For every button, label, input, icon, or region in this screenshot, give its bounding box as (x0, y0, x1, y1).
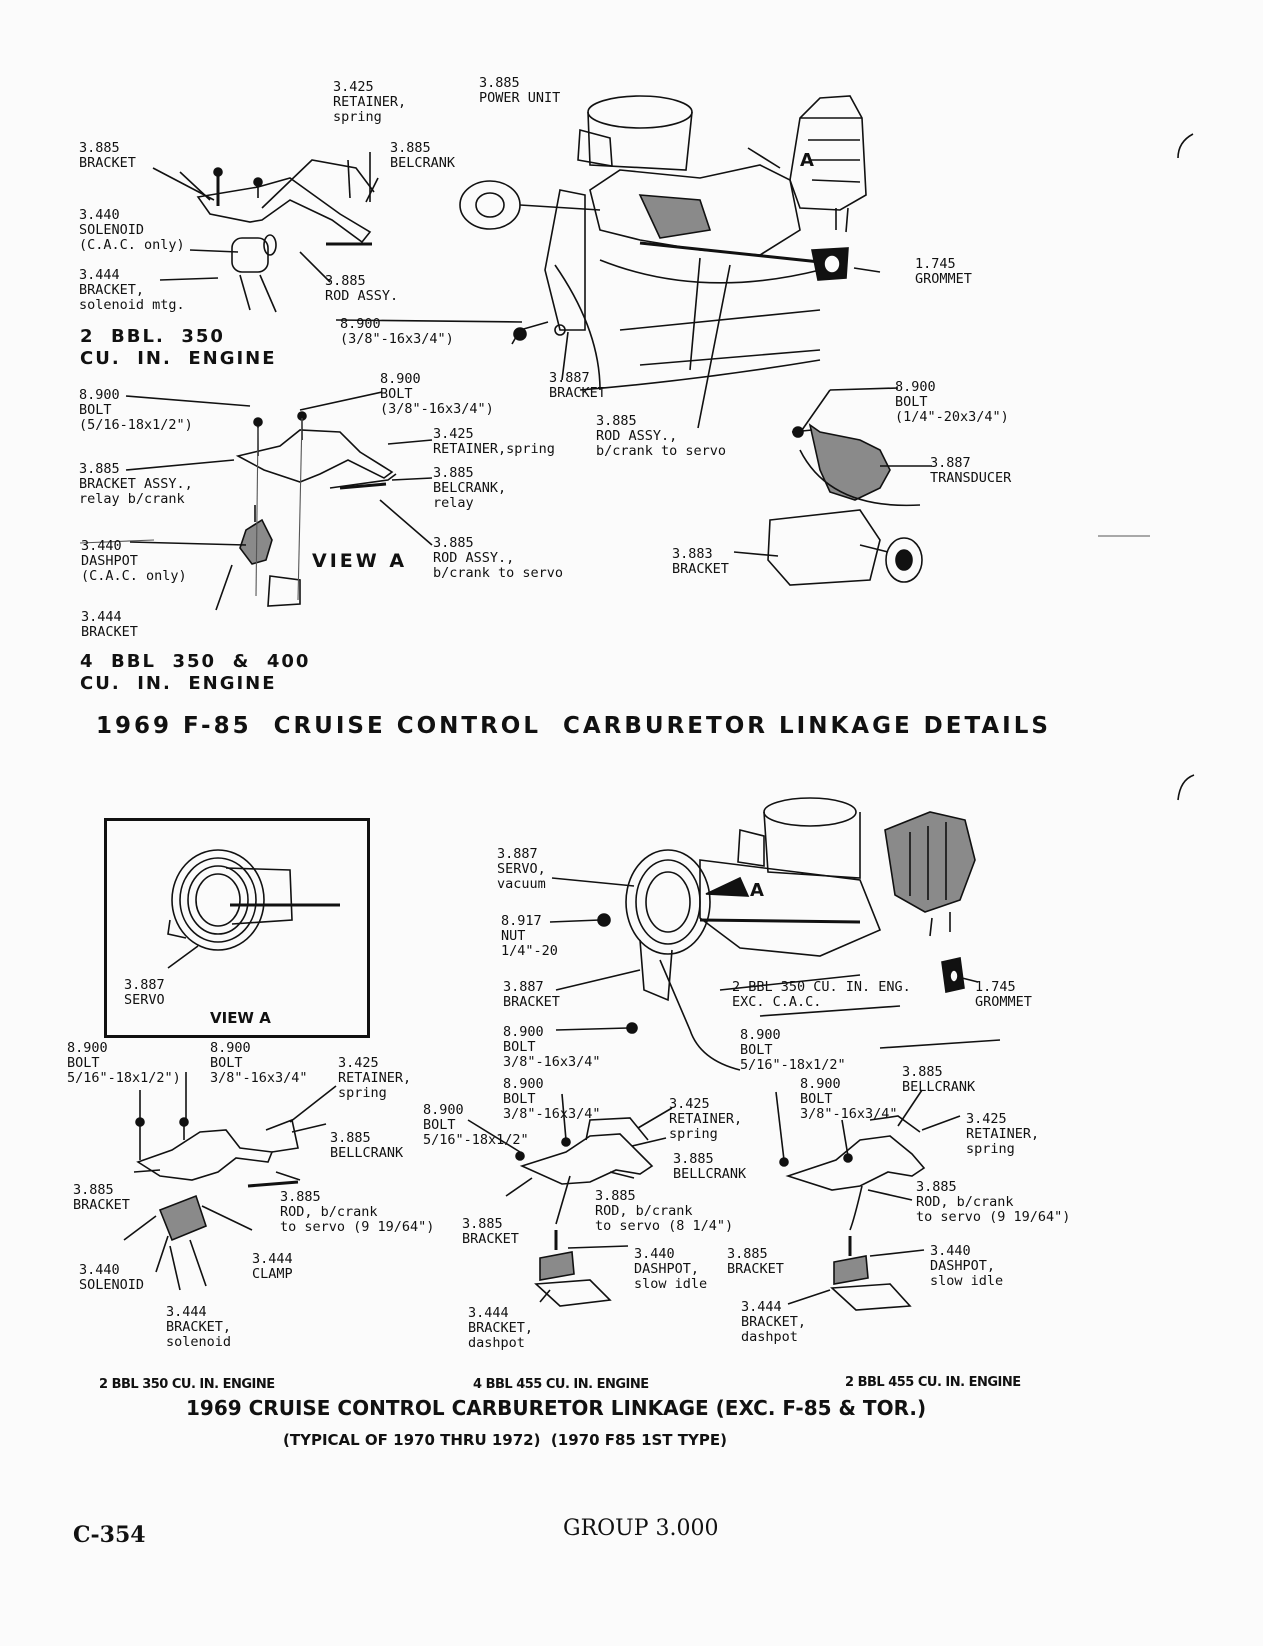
label-bolt-center-2: 8.900 BOLT 5/16"-18x1/2" (740, 1027, 846, 1073)
inset-servo-drawing (167, 849, 340, 969)
label-bracket-3887-bottom: 3.887 BRACKET (503, 979, 560, 1010)
label-mid-bracket: 3.885 BRACKET (462, 1216, 519, 1247)
top-engine-sketch (459, 95, 867, 391)
label-left-bolt-5-16: 8.900 BOLT 5/16"-18x1/2") (67, 1040, 181, 1086)
label-left-solenoid: 3.440 SOLENOID (79, 1262, 145, 1293)
label-mid-rod: 3.885 ROD, b/crank to servo (8 1/4") (595, 1188, 734, 1234)
label-left-clamp: 3.444 CLAMP (252, 1251, 293, 1282)
label-bracket-3444: 3.444 BRACKET (81, 609, 138, 640)
label-bracket-solenoid-mtg: 3.444 BRACKET, solenoid mtg. (79, 267, 185, 313)
label-left-bolt-3-8: 8.900 BOLT 3/8"-16x3/4" (210, 1040, 308, 1086)
label-mid-bracket-dashpot: 3.444 BRACKET, dashpot (468, 1305, 534, 1351)
label-right-dashpot: 3.440 DASHPOT, slow idle (930, 1243, 1004, 1289)
label-bolt-center-1: 8.900 BOLT 3/8"-16x3/4" (503, 1024, 601, 1070)
bottom-middle-linkage (467, 1093, 673, 1307)
view-a-marker-bottom: A (750, 880, 764, 901)
label-left-bellcrank: 3.885 BELLCRANK (330, 1130, 404, 1161)
bottom-right-linkage (775, 1089, 961, 1311)
label-engine-note: 2 BBL 350 CU. IN. ENG. EXC. C.A.C. (732, 979, 911, 1010)
label-inset-servo: 3.887 SERVO (124, 977, 165, 1008)
bottom-leader-lines (549, 774, 1195, 1031)
label-power-unit: 3.885 POWER UNIT (479, 75, 561, 106)
label-nut: 8.917 NUT 1/4"-20 (501, 913, 558, 959)
label-rod-assy-servo-2: 3.885 ROD ASSY., b/crank to servo (433, 535, 564, 581)
label-bracket: 3.885 BRACKET (79, 140, 136, 171)
view-a-label-top: VIEW A (312, 550, 408, 572)
label-dashpot: 3.440 DASHPOT (C.A.C. only) (81, 538, 187, 584)
transducer-assembly (767, 423, 923, 586)
bottom-engine-sketch (597, 797, 1001, 1071)
bottom-diagram-subtitle: (TYPICAL OF 1970 THRU 1972) (1970 F85 1S… (283, 1431, 727, 1449)
label-left-retainer: 3.425 RETAINER, spring (338, 1055, 412, 1101)
caption-4bbl-455: 4 BBL 455 CU. IN. ENGINE (473, 1377, 649, 1392)
label-left-rod: 3.885 ROD, b/crank to servo (9 19/64") (280, 1189, 435, 1235)
view-a-label-bottom: VIEW A (210, 1009, 271, 1027)
top-diagram-title: 1969 F-85 CRUISE CONTROL CARBURETOR LINK… (96, 713, 1051, 739)
label-bolt-5-16: 8.900 BOLT (5/16-18x1/2") (79, 387, 193, 433)
label-bracket-relay: 3.885 BRACKET ASSY., relay b/crank (79, 461, 193, 507)
bottom-diagram-title: 1969 CRUISE CONTROL CARBURETOR LINKAGE (… (186, 1396, 927, 1420)
engine-4bbl-line1: 4 BBL 350 & 400 (80, 651, 311, 672)
label-right-bellcrank: 3.885 BELLCRANK (902, 1064, 976, 1095)
label-mid-bolt-3-8: 8.900 BOLT 3/8"-16x3/4" (503, 1076, 601, 1122)
label-retainer-spring-2: 3.425 RETAINER,spring (433, 426, 555, 457)
view-a-marker-top: A (800, 150, 814, 171)
label-right-bracket: 3.885 BRACKET (727, 1246, 784, 1277)
label-rod-assy-servo: 3.885 ROD ASSY., b/crank to servo (596, 413, 727, 459)
label-belcrank: 3.885 BELCRANK (390, 140, 456, 171)
label-right-bracket-dashpot: 3.444 BRACKET, dashpot (741, 1299, 807, 1345)
top-4bbl-linkage (235, 411, 397, 607)
engine-2bbl-line1: 2 BBL. 350 (80, 326, 225, 347)
label-grommet-bottom: 1.745 GROMMET (975, 979, 1032, 1010)
caption-2bbl-455: 2 BBL 455 CU. IN. ENGINE (845, 1375, 1021, 1390)
label-mid-bellcrank: 3.885 BELLCRANK (673, 1151, 747, 1182)
caption-2bbl-350: 2 BBL 350 CU. IN. ENGINE (99, 1377, 275, 1392)
top-leader-lines (79, 133, 1194, 611)
label-bolt-1-4: 8.900 BOLT (1/4"-20x3/4") (895, 379, 1009, 425)
label-grommet: 1.745 GROMMET (915, 256, 972, 287)
label-bolt-3-8-b: 8.900 BOLT (3/8"-16x3/4") (380, 371, 494, 417)
bottom-left-linkage (123, 1072, 337, 1291)
label-retainer-spring: 3.425 RETAINER, spring (333, 79, 407, 125)
label-mid-bolt-5-16: 8.900 BOLT 5/16"-18x1/2" (423, 1102, 529, 1148)
label-right-rod: 3.885 ROD, b/crank to servo (9 19/64") (916, 1179, 1071, 1225)
label-mid-dashpot: 3.440 DASHPOT, slow idle (634, 1246, 708, 1292)
group-label: GROUP 3.000 (563, 1516, 719, 1541)
label-bolt-3-8: 8.900 (3/8"-16x3/4") (340, 316, 454, 347)
label-transducer: 3.887 TRANSDUCER (930, 455, 1012, 486)
label-belcrank-relay: 3.885 BELCRANK, relay (433, 465, 507, 511)
label-servo-vacuum: 3.887 SERVO, vacuum (497, 846, 546, 892)
engine-2bbl-line2: CU. IN. ENGINE (80, 348, 277, 369)
label-right-retainer: 3.425 RETAINER, spring (966, 1111, 1040, 1157)
label-bracket-3887: 3.887 BRACKET (549, 370, 606, 401)
label-left-bracket-solenoid: 3.444 BRACKET, solenoid (166, 1304, 232, 1350)
label-left-bracket: 3.885 BRACKET (73, 1182, 130, 1213)
engine-4bbl-line2: CU. IN. ENGINE (80, 673, 277, 694)
label-right-bolt: 8.900 BOLT 3/8"-16x3/4" (800, 1076, 898, 1122)
page-number: C-354 (73, 1522, 146, 1548)
view-a-inset-box (104, 818, 370, 1038)
label-bracket-3883: 3.883 BRACKET (672, 546, 729, 577)
label-mid-retainer: 3.425 RETAINER, spring (669, 1096, 743, 1142)
label-solenoid: 3.440 SOLENOID (C.A.C. only) (79, 207, 185, 253)
label-rod-assy: 3.885 ROD ASSY. (325, 273, 399, 304)
